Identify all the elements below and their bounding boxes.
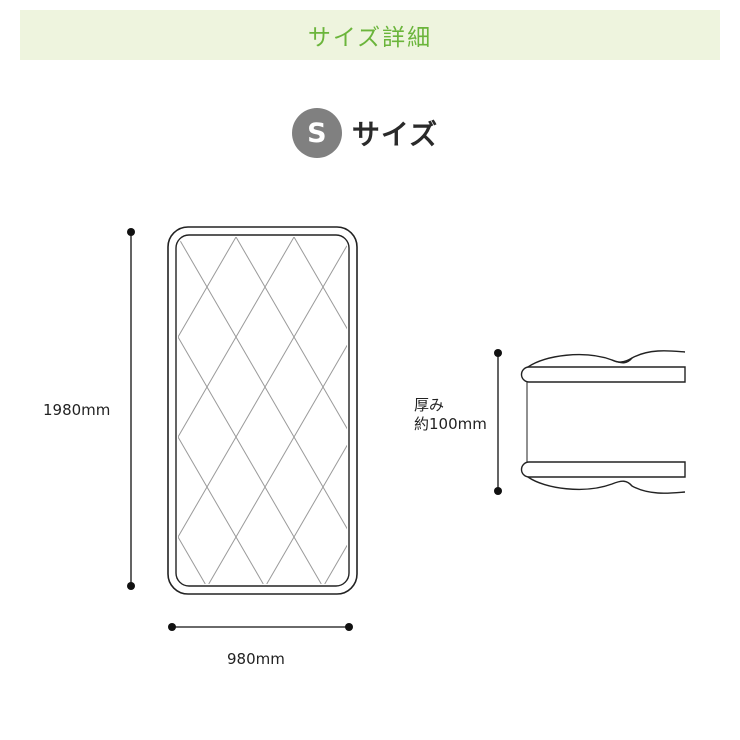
width-dimension-line	[168, 623, 353, 631]
width-dot-left	[168, 623, 176, 631]
length-dot-bottom	[127, 582, 135, 590]
header-title: サイズ詳細	[307, 25, 433, 51]
quilt-line	[383, 237, 584, 584]
quilt-line	[266, 237, 347, 584]
quilt-line	[499, 237, 700, 584]
mattress-top-view	[0, 226, 740, 595]
quilt-line	[584, 237, 740, 584]
quilt-line	[178, 237, 347, 584]
length-dot-top	[127, 228, 135, 236]
quilt-line	[352, 237, 553, 584]
quilt-line	[178, 237, 322, 584]
quilt-line	[700, 237, 740, 584]
quilt-line	[0, 237, 4, 584]
quilt-pattern	[0, 237, 740, 584]
quilt-line	[557, 237, 740, 584]
quilt-line	[235, 237, 347, 584]
mattress-side-view	[520, 350, 686, 494]
size-label: サイズ	[351, 118, 439, 151]
quilt-line	[673, 237, 740, 584]
header-banner: サイズ詳細	[20, 10, 720, 60]
size-heading: S サイズ	[0, 108, 740, 158]
thickness-title: 厚み	[414, 396, 445, 414]
thickness-dot-top	[494, 349, 502, 357]
size-badge: S	[291, 108, 342, 158]
mattress-inner-border	[175, 234, 350, 587]
quilt-line	[0, 237, 31, 584]
quilt-line	[208, 237, 347, 584]
thickness-value: 約100mm	[414, 415, 487, 433]
quilt-line	[642, 237, 740, 584]
quilt-line	[293, 237, 347, 584]
thickness-dimension-line	[494, 349, 502, 495]
thickness-dot-bottom	[494, 487, 502, 495]
quilt-line	[178, 237, 295, 584]
mattress-outer-border	[167, 226, 358, 595]
quilt-line	[731, 237, 740, 584]
quilt-line	[526, 237, 727, 584]
quilt-line	[178, 237, 237, 584]
width-dot-right	[345, 623, 353, 631]
quilt-line	[615, 237, 740, 584]
length-label: 1980mm	[43, 401, 111, 419]
quilt-line	[441, 237, 642, 584]
quilt-line	[178, 237, 347, 584]
width-label: 980mm	[227, 650, 285, 668]
length-dimension-line	[127, 228, 135, 590]
quilt-line	[178, 237, 264, 584]
